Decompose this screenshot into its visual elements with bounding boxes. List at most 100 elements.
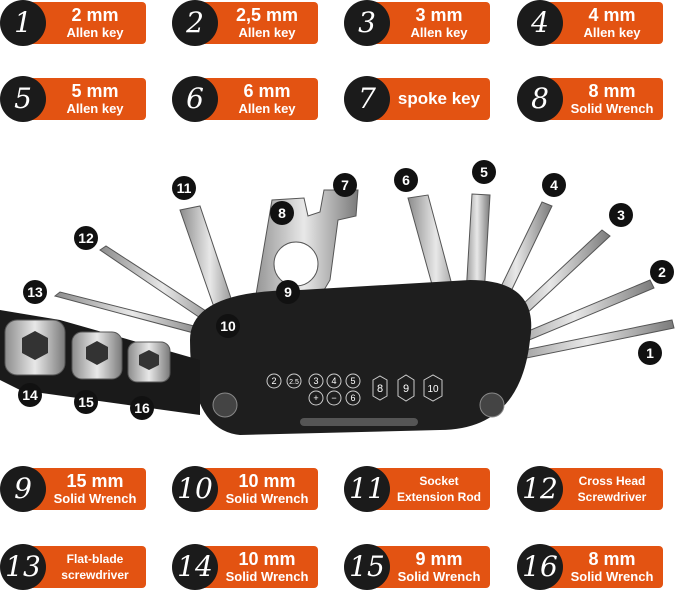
svg-text:13: 13	[27, 284, 43, 300]
label-4: 4 mm Allen key 4	[517, 0, 667, 46]
svg-text:16: 16	[134, 400, 150, 416]
svg-text:10: 10	[220, 318, 236, 334]
label-title: 2,5 mm	[235, 5, 299, 25]
label-subtitle: Allen key	[66, 101, 124, 116]
marking-4: 4	[331, 376, 336, 386]
label-title: 9 mm	[415, 549, 463, 569]
number-badge: 9	[0, 466, 46, 512]
label-14: 10 mm Solid Wrench 14	[172, 544, 322, 590]
label-subtitle: Solid Wrench	[570, 569, 654, 584]
body-slot	[300, 418, 418, 426]
label-11: Socket Extension Rod 11	[344, 466, 494, 512]
callout-16: 16	[130, 396, 154, 420]
callout-15: 15	[74, 390, 98, 414]
label-15: 9 mm Solid Wrench 15	[344, 544, 494, 590]
label-subtitle: Solid Wrench	[225, 569, 309, 584]
number-badge: 8	[517, 76, 563, 122]
callout-11: 11	[172, 176, 196, 200]
marking-plus: +	[313, 393, 318, 403]
callout-4: 4	[542, 173, 566, 197]
callout-13: 13	[23, 280, 47, 304]
svg-text:5: 5	[480, 164, 488, 180]
multi-tool-illustration: 2 2.5 3 4 5 + − 6 8 9 10 1 2 3 4 5 6	[0, 160, 675, 435]
marking-2-5: 2.5	[289, 379, 299, 386]
label-title: 5 mm	[71, 81, 119, 101]
sockets	[0, 310, 200, 415]
socket-16	[127, 341, 171, 383]
number-badge: 16	[517, 544, 563, 590]
label-13: Flat-blade screwdriver 13	[0, 544, 150, 590]
label-subtitle: Allen key	[410, 25, 468, 40]
number-badge: 12	[517, 466, 563, 512]
svg-text:14: 14	[22, 387, 38, 403]
svg-text:8: 8	[278, 205, 286, 221]
callout-5: 5	[472, 160, 496, 184]
label-box: 4 mm Allen key	[541, 2, 663, 44]
svg-text:9: 9	[284, 284, 292, 300]
label-subtitle: Solid Wrench	[53, 491, 137, 506]
label-3: 3 mm Allen key 3	[344, 0, 494, 46]
svg-text:6: 6	[402, 172, 410, 188]
label-box: 10 mm Solid Wrench	[196, 468, 318, 510]
label-title: Socket	[419, 474, 459, 488]
callout-6: 6	[394, 168, 418, 192]
label-subtitle: Extension Rod	[396, 490, 481, 504]
label-subtitle: Solid Wrench	[397, 569, 481, 584]
label-box: Socket Extension Rod	[368, 468, 490, 510]
label-subtitle: Solid Wrench	[570, 101, 654, 116]
label-title: 10 mm	[238, 471, 296, 491]
number-badge: 1	[0, 0, 46, 46]
marking-5: 5	[350, 376, 355, 386]
number-badge: 15	[344, 544, 390, 590]
label-6: 6 mm Allen key 6	[172, 76, 322, 122]
callout-12: 12	[74, 226, 98, 250]
callout-7: 7	[333, 173, 357, 197]
label-title: 3 mm	[415, 5, 463, 25]
svg-text:1: 1	[646, 345, 654, 361]
marking-6: 6	[350, 393, 355, 403]
label-10: 10 mm Solid Wrench 10	[172, 466, 322, 512]
label-subtitle: Allen key	[238, 25, 296, 40]
svg-text:7: 7	[341, 177, 349, 193]
number-badge: 14	[172, 544, 218, 590]
number-badge: 11	[344, 466, 390, 512]
svg-text:15: 15	[78, 394, 94, 410]
label-5: 5 mm Allen key 5	[0, 76, 150, 122]
svg-text:12: 12	[78, 230, 94, 246]
body-screw-left	[212, 392, 238, 418]
label-box: 2,5 mm Allen key	[196, 2, 318, 44]
marking-2: 2	[271, 376, 276, 386]
label-box: 5 mm Allen key	[24, 78, 146, 120]
label-title: 6 mm	[243, 81, 291, 101]
number-badge: 3	[344, 0, 390, 46]
label-title: 8 mm	[588, 549, 636, 569]
marking-minus: −	[331, 393, 336, 403]
number-badge: 10	[172, 466, 218, 512]
label-subtitle: Allen key	[66, 25, 124, 40]
label-subtitle: Allen key	[583, 25, 641, 40]
callout-14: 14	[18, 383, 42, 407]
label-title: Flat-blade	[66, 552, 124, 566]
label-title: 4 mm	[588, 5, 636, 25]
callout-10: 10	[216, 314, 240, 338]
label-title: spoke key	[397, 89, 481, 108]
number-badge: 6	[172, 76, 218, 122]
label-box: spoke key	[368, 78, 490, 120]
svg-text:11: 11	[177, 180, 192, 196]
number-badge: 7	[344, 76, 390, 122]
label-title: 10 mm	[238, 549, 296, 569]
marking-9: 9	[403, 383, 409, 395]
number-badge: 13	[0, 544, 46, 590]
label-title: 2 mm	[71, 5, 119, 25]
callout-3: 3	[609, 203, 633, 227]
label-16: 8 mm Solid Wrench 16	[517, 544, 667, 590]
callout-9: 9	[276, 280, 300, 304]
label-8: 8 mm Solid Wrench 8	[517, 76, 667, 122]
label-2: 2,5 mm Allen key 2	[172, 0, 322, 46]
callouts: 1 2 3 4 5 6 7 8 9 10 11 12 13 14 15 16	[18, 160, 674, 420]
label-subtitle: screwdriver	[61, 568, 129, 582]
svg-text:2: 2	[658, 264, 666, 280]
callout-2: 2	[650, 260, 674, 284]
marking-10: 10	[427, 384, 439, 395]
number-badge: 5	[0, 76, 46, 122]
